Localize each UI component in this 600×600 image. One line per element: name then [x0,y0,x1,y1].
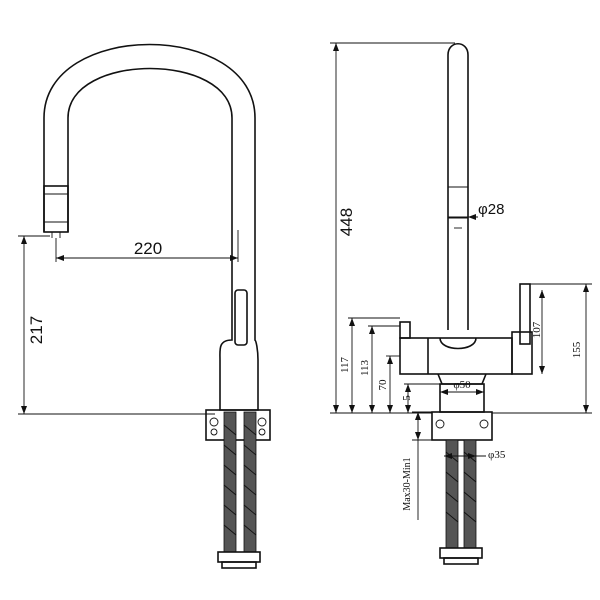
side-mounting-plate [431,411,493,441]
dim-spout-reach-label: 220 [134,239,162,258]
side-lever-handle [519,283,531,345]
dim-base-diameter-label: φ50 [453,379,471,391]
dim-body-mid-label: 70 [377,379,389,391]
dim-spout-diameter-label: φ28 [478,201,504,218]
side-hose-connector [439,547,483,559]
dim-lever-height-label: 107 [531,321,543,338]
lever-handle [234,289,248,346]
dim-body-upper-label: 113 [359,359,371,376]
dim-spout-height-label: 217 [27,316,46,344]
dim-side-height-label: 155 [571,341,583,358]
mounting-plate [205,409,271,441]
side-spout [447,42,469,330]
dim-deck-thickness-label: Max30-Min1 [402,457,413,510]
faucet-body [219,330,259,411]
side-knob [399,321,411,339]
side-body [399,337,513,375]
side-view: 448 φ28 155 107 117 113 70 [330,42,592,565]
dim-hole-diameter-label: φ35 [488,449,506,461]
dim-total-height-label: 448 [337,208,356,236]
spout-outer [43,43,256,330]
spout-inner [67,67,233,330]
dim-body-top-label: 117 [339,356,351,373]
front-view: 220 217 [18,43,271,569]
dim-base-label: 5 [401,395,413,401]
spray-head [43,185,69,233]
side-lever-body [511,331,533,375]
hose-connector [217,551,261,563]
